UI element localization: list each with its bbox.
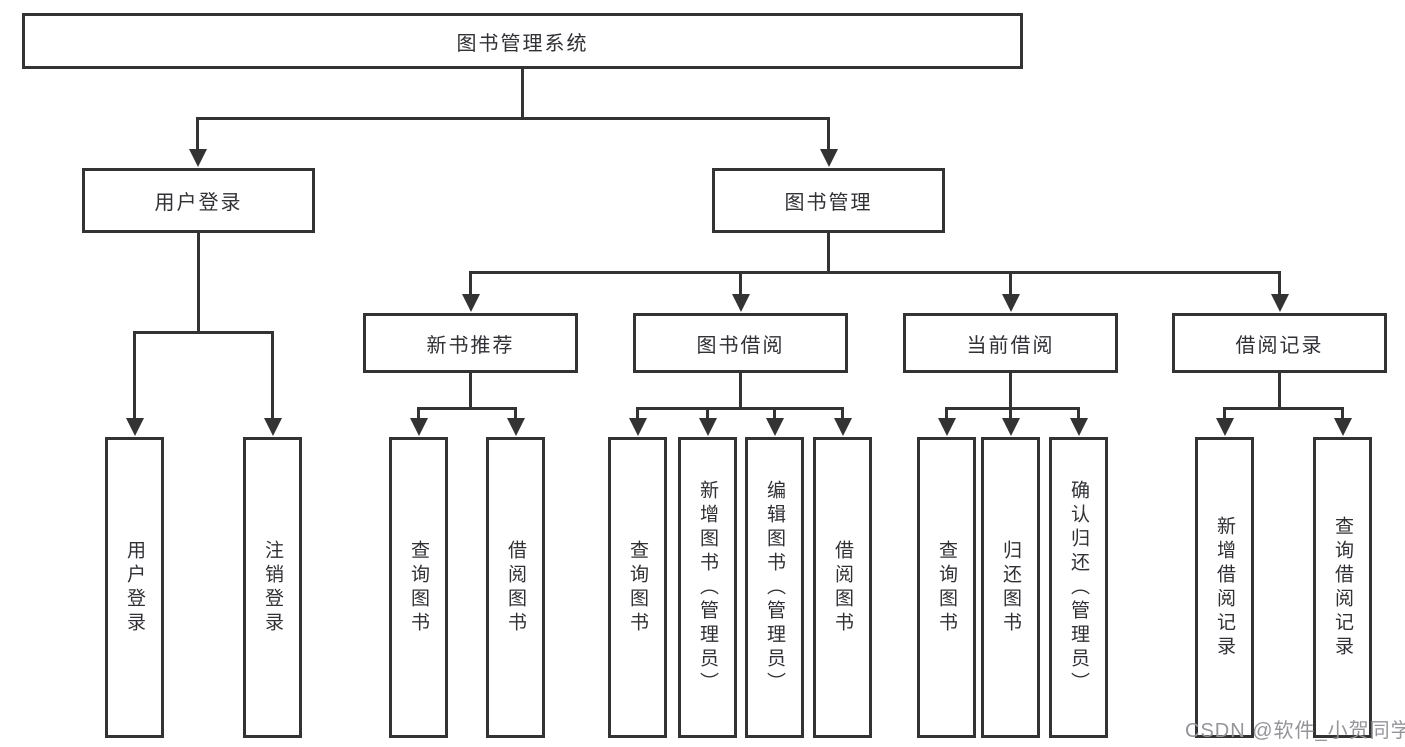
node-leaf-return-books: 归还图书: [981, 437, 1040, 738]
arrow-to-book-management: [819, 117, 838, 167]
connector-user-login-stem: [197, 233, 200, 333]
arrow-recommend-borrow: [506, 407, 525, 436]
node-book-borrow: 图书借阅: [633, 313, 848, 373]
node-leaf-add-borrow-record: 新增借阅记录: [1195, 437, 1254, 738]
arrow-to-current-borrow: [1001, 271, 1020, 312]
node-current-borrow: 当前借阅: [903, 313, 1118, 373]
arrow-to-book-borrow: [731, 271, 750, 312]
node-leaf-borrow-borrow-books-label: 借阅图书: [832, 539, 853, 636]
node-user-login-label: 用户登录: [154, 192, 243, 214]
arrow-to-borrow-records: [1270, 271, 1289, 312]
arrow-to-login-leaf: [125, 331, 144, 436]
arrow-current-query: [937, 407, 956, 436]
node-leaf-user-login-label: 用户登录: [124, 539, 145, 636]
connector-user-login-rail: [133, 331, 274, 334]
connector-current-stem: [1009, 373, 1012, 410]
arrow-to-user-login: [188, 117, 207, 167]
arrow-borrow-query: [628, 407, 647, 436]
node-leaf-borrow-query-books-label: 查询图书: [627, 539, 648, 636]
node-leaf-edit-books-admin: 编辑图书（管理员）: [745, 437, 804, 738]
connector-root-stem: [521, 66, 524, 120]
connector-current-rail: [945, 407, 1080, 410]
node-leaf-confirm-return-admin: 确认归还（管理员）: [1049, 437, 1108, 738]
node-root-label: 图书管理系统: [456, 32, 589, 55]
node-leaf-edit-books-admin-label: 编辑图书（管理员）: [764, 479, 785, 696]
node-book-management: 图书管理: [712, 168, 945, 233]
arrow-borrow-edit: [765, 407, 784, 436]
node-new-book-recommend: 新书推荐: [363, 313, 578, 373]
arrow-records-add: [1215, 407, 1234, 436]
arrow-borrow-add: [698, 407, 717, 436]
connector-borrow-rail: [636, 407, 844, 410]
node-leaf-borrow-query-books: 查询图书: [608, 437, 667, 738]
node-leaf-add-borrow-record-label: 新增借阅记录: [1214, 515, 1235, 660]
node-leaf-current-query-books: 查询图书: [917, 437, 976, 738]
node-root: 图书管理系统: [22, 13, 1023, 69]
node-book-management-label: 图书管理: [784, 192, 873, 214]
node-leaf-return-books-label: 归还图书: [1000, 539, 1021, 636]
node-leaf-confirm-return-admin-label: 确认归还（管理员）: [1068, 479, 1089, 696]
node-leaf-add-books-admin-label: 新增图书（管理员）: [697, 479, 718, 696]
node-user-login: 用户登录: [82, 168, 315, 233]
node-book-borrow-label: 图书借阅: [696, 334, 785, 357]
arrow-to-new-book-recommend: [461, 271, 480, 312]
node-leaf-user-login: 用户登录: [105, 437, 164, 738]
connector-book-mgmt-rail: [469, 271, 1281, 274]
arrow-current-return: [1001, 407, 1020, 436]
connector-recommend-stem: [469, 373, 472, 410]
node-leaf-recommend-query-books-label: 查询图书: [408, 539, 429, 636]
connector-records-stem: [1278, 373, 1281, 410]
watermark-text: CSDN @软件_小贺同学: [1185, 720, 1405, 742]
arrow-borrow-borrow: [833, 407, 852, 436]
node-leaf-add-books-admin: 新增图书（管理员）: [678, 437, 737, 738]
node-borrow-records-label: 借阅记录: [1235, 334, 1324, 357]
node-leaf-query-borrow-record-label: 查询借阅记录: [1332, 515, 1353, 660]
node-leaf-logout-label: 注销登录: [262, 539, 283, 636]
arrow-records-query: [1333, 407, 1352, 436]
connector-root-rail: [196, 117, 830, 120]
node-leaf-recommend-query-books: 查询图书: [389, 437, 448, 738]
connector-book-mgmt-stem: [827, 233, 830, 274]
node-leaf-recommend-borrow-books: 借阅图书: [486, 437, 545, 738]
node-leaf-borrow-borrow-books: 借阅图书: [813, 437, 872, 738]
connector-records-rail: [1223, 407, 1344, 410]
arrow-to-logout-leaf: [263, 331, 282, 436]
node-leaf-query-borrow-record: 查询借阅记录: [1313, 437, 1372, 738]
arrow-recommend-query: [409, 407, 428, 436]
connector-borrow-stem: [739, 373, 742, 410]
connector-recommend-rail: [417, 407, 517, 410]
node-leaf-logout: 注销登录: [243, 437, 302, 738]
node-leaf-recommend-borrow-books-label: 借阅图书: [505, 539, 526, 636]
arrow-current-confirm: [1069, 407, 1088, 436]
node-leaf-current-query-books-label: 查询图书: [936, 539, 957, 636]
node-current-borrow-label: 当前借阅: [966, 334, 1055, 357]
node-new-book-recommend-label: 新书推荐: [426, 334, 515, 357]
node-borrow-records: 借阅记录: [1172, 313, 1387, 373]
